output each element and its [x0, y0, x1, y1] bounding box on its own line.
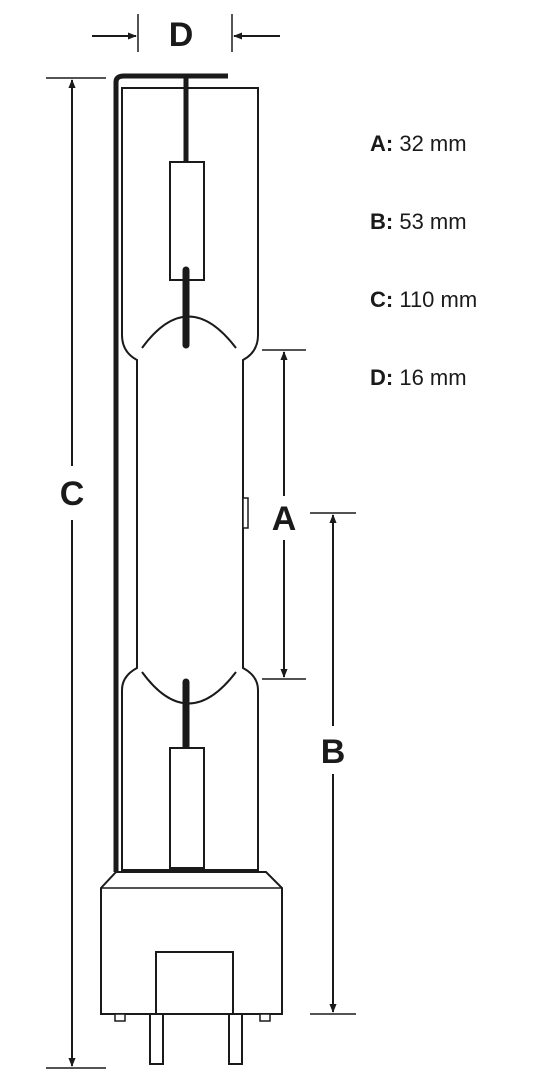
legend-value-d: 16 mm	[399, 365, 467, 390]
label-a: A	[272, 500, 297, 538]
base-pin-right	[228, 1013, 243, 1065]
legend-key-a: A:	[370, 131, 394, 156]
legend-row-c: C: 110 mm	[370, 287, 477, 313]
legend-key-d: D:	[370, 365, 394, 390]
base-pin-left	[149, 1013, 164, 1065]
base-key-slot	[155, 951, 234, 1015]
top-foil-seal	[169, 161, 205, 281]
top-arc-tube-end	[141, 315, 237, 349]
legend-value-c: 110 mm	[399, 287, 478, 312]
base-foot-right	[259, 1013, 271, 1022]
label-b: B	[321, 733, 346, 771]
label-c: C	[60, 475, 85, 513]
legend-row-d: D: 16 mm	[370, 365, 467, 391]
legend-value-a: 32 mm	[399, 131, 467, 156]
lamp-outer-tube	[121, 87, 259, 871]
legend-key-c: C:	[370, 287, 394, 312]
legend-key-b: B:	[370, 209, 394, 234]
base-foot-left	[114, 1013, 126, 1022]
bottom-foil-seal	[169, 747, 205, 869]
side-tab	[242, 497, 249, 529]
legend-value-b: 53 mm	[399, 209, 467, 234]
return-wire	[113, 73, 228, 872]
label-d: D	[169, 16, 194, 54]
legend-row-a: A: 32 mm	[370, 131, 467, 157]
legend-row-b: B: 53 mm	[370, 209, 467, 235]
